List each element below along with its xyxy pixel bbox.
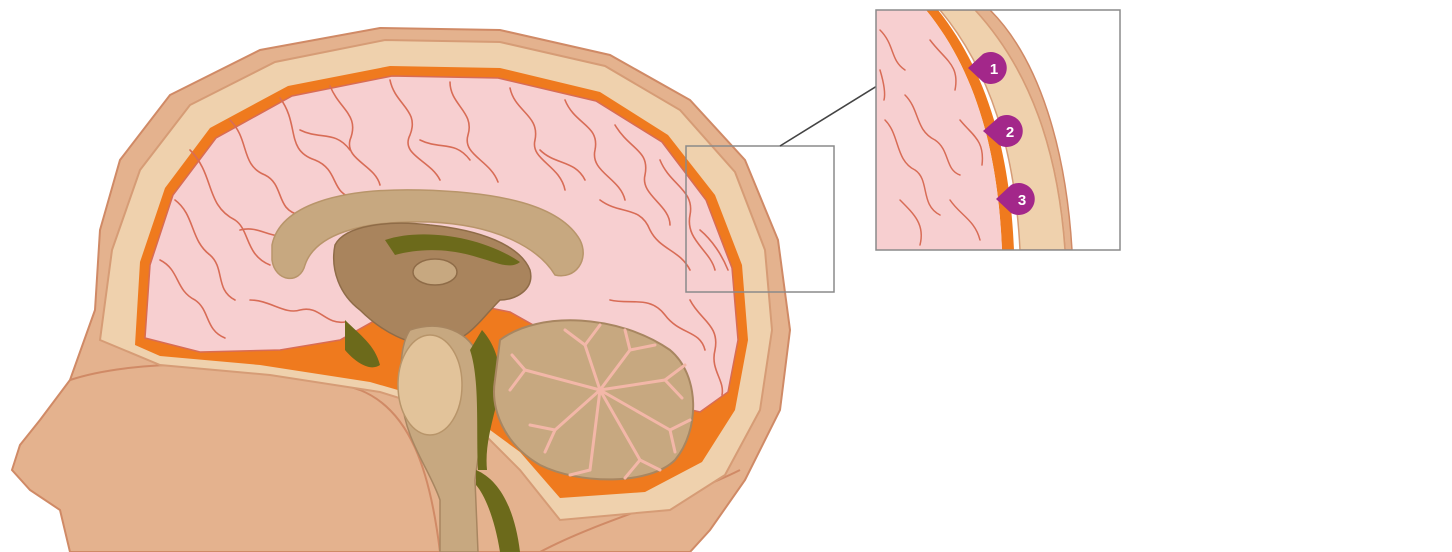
marker-2-label: 2 [1006, 124, 1014, 141]
marker-3-label: 3 [1018, 192, 1026, 209]
marker-1-label: 1 [990, 61, 998, 78]
interthalamic-adhesion [413, 259, 457, 285]
pons [398, 335, 462, 435]
